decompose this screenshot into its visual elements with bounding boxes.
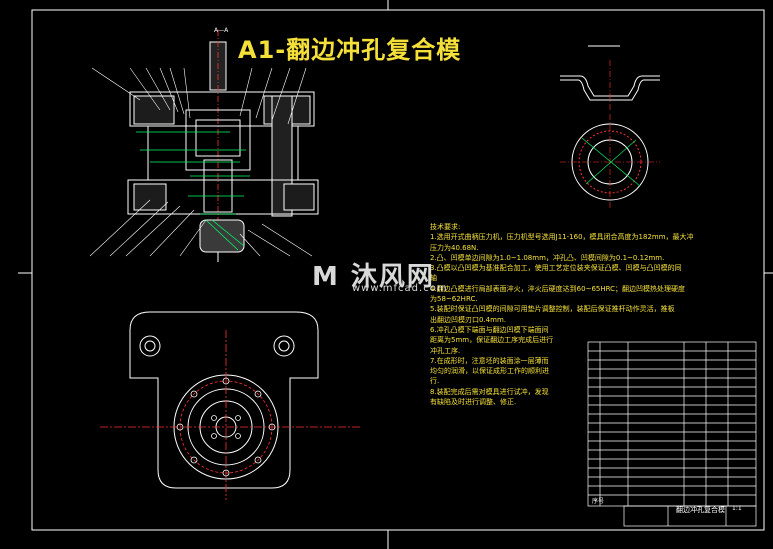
part-plan-view: [560, 114, 660, 210]
note-line: 4.翻边凸模进行局部表面淬火，淬火后硬度达到60~65HRC；翻边凹模热处理硬度: [430, 284, 686, 293]
note-line: 有缺陷及时进行调整、修正.: [430, 398, 517, 407]
title-block-scale: 1:1: [732, 505, 742, 512]
note-line: 2.凸、凹模单边间隙为1.0~1.08mm，冲孔凸、凹模间隙为0.1~0.12m…: [430, 253, 665, 262]
note-line: 均匀的润滑，以保证成形工作的顺利进: [430, 367, 549, 376]
watermark-url: www.mfcad.com: [352, 283, 448, 294]
part-section-view: [560, 45, 660, 110]
watermark-brand: M 沐风网: [312, 262, 435, 292]
plan-view: [129, 311, 319, 489]
note-line: 技术要求:: [430, 223, 461, 231]
part-leader-lines: [89, 67, 313, 257]
note-line: 5.装配时保证凸凹模的间隙可用垫片调整控制，装配后保证推杆动作灵活，推板: [430, 305, 675, 314]
note-line: 轴: [430, 274, 437, 283]
title-block-part-label: 序号: [592, 498, 605, 505]
title-block-drawing-name: 翻边冲孔复合模: [676, 506, 725, 514]
note-line: 出翻边凹模刃口0.4mm.: [430, 315, 506, 324]
note-line: 3.凸模以凸凹模为基准配合加工，使用工艺定位装夹保证凸模、凹模与凸凹模的同: [430, 264, 682, 273]
watermark: M 沐风网 www.mfcad.com: [312, 256, 447, 294]
note-line: 8.装配完成后需对模具进行试冲，发现: [430, 387, 549, 396]
drawing-title: A1-翻边冲孔复合模: [238, 36, 462, 64]
note-line: 冲孔工序.: [430, 346, 461, 355]
note-line: 为58~62HRC.: [430, 295, 478, 304]
plan-view-holes: [176, 377, 276, 477]
note-line: 行.: [430, 377, 440, 386]
note-line: 6.冲孔凸模下端面与翻边凹模下端面间: [430, 325, 549, 334]
drawing-frame: [18, 0, 773, 549]
section-hatching: [136, 131, 250, 251]
section-label: A—A: [214, 27, 229, 34]
bom-table: [587, 341, 757, 527]
note-line: 7.在成形时，注意坯的装面涂一层薄而: [430, 356, 549, 365]
technical-requirements: 技术要求: 1.选用开式曲柄压力机，压力机型号选用J11-160，模具闭合高度为…: [430, 222, 770, 407]
plan-view-bolt-circle: [100, 330, 360, 500]
note-line: 距离为5mm，保证翻边工序完成后进行: [430, 336, 554, 345]
note-line: 1.选用开式曲柄压力机，压力机型号选用J11-160，模具闭合高度为182mm，…: [430, 233, 694, 242]
note-line: 压力为40.68N.: [430, 243, 479, 252]
